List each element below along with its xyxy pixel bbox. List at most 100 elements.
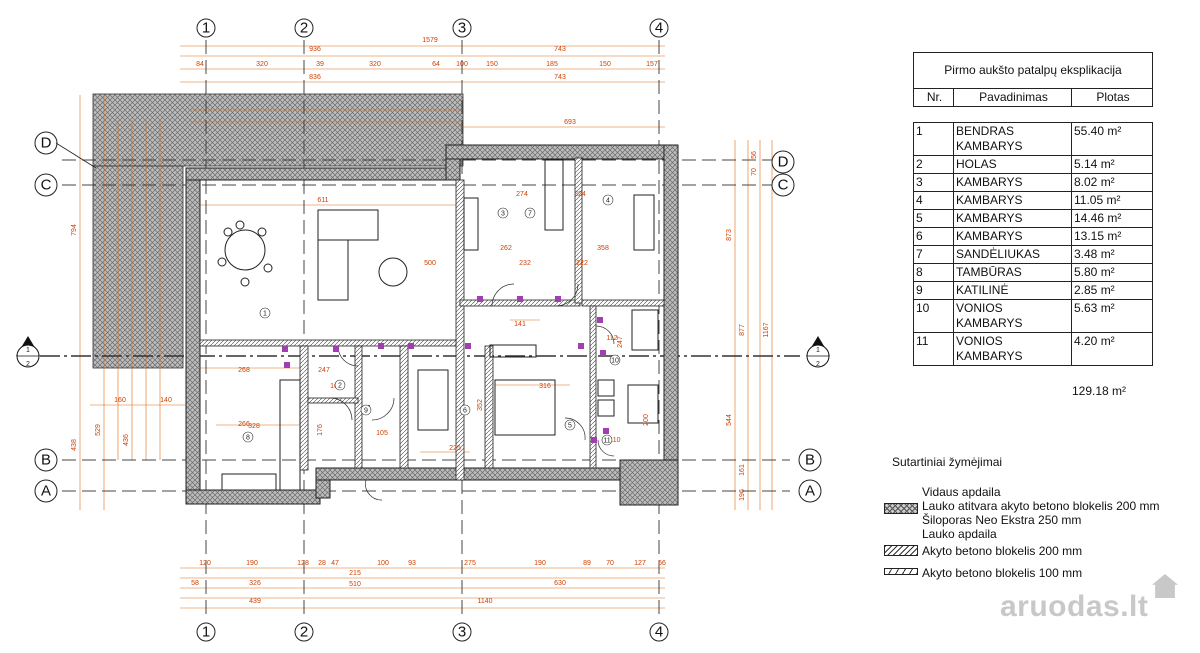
section-mark-left-top: 1 (26, 347, 30, 354)
dim-bot-128: 128 (297, 560, 309, 567)
cell-nr: 5 (914, 210, 954, 228)
room-num-10: 10 (611, 358, 619, 365)
legend-item-3: Akyto betono blokelis 100 mm (922, 566, 1083, 580)
cell-name: KAMBARYS (954, 174, 1072, 192)
cell-area: 3.48 m² (1072, 246, 1152, 264)
dim-side-110: 110 (609, 437, 620, 444)
dim-top-84: 84 (196, 61, 204, 68)
dim-bot-326: 326 (249, 580, 261, 587)
dim-bot-127: 127 (634, 560, 646, 567)
room-markers: 1 2 3 4 5 6 7 8 9 10 11 (242, 194, 621, 446)
cell-name: TAMBŪRAS (954, 264, 1072, 282)
section-mark-left: 1 2 (16, 336, 40, 368)
dim-inner-274: 274 (516, 191, 528, 198)
room-num-2: 2 (338, 383, 342, 390)
terrace (92, 93, 464, 167)
dim-side-266: 266 (238, 421, 250, 428)
legend-item-1-line-1: Vidaus apdaila (922, 485, 1001, 499)
axis-bubbles (34, 18, 822, 642)
watermark: aruodas.lt (1000, 590, 1149, 623)
dim-bot-28: 28 (318, 560, 326, 567)
dim-side-529: 529 (95, 424, 102, 436)
dim-inner-141: 141 (514, 321, 526, 328)
dim-top-100: 100 (456, 61, 468, 68)
dim-bot-1140: 1140 (477, 598, 492, 605)
dim-side-352: 352 (477, 399, 484, 411)
swatch-crosshatch-icon (884, 503, 918, 514)
room-explication-table: Pirmo aukšto patalpų eksplikacija Nr. Pa… (913, 52, 1153, 366)
table-header: Pirmo aukšto patalpų eksplikacija Nr. Pa… (913, 52, 1153, 107)
axis-label-4-top: 4 (655, 20, 663, 37)
furniture (217, 159, 659, 491)
cell-area: 14.46 m² (1072, 210, 1152, 228)
header-nr: Nr. (914, 89, 954, 106)
cell-nr: 6 (914, 228, 954, 246)
cell-nr: 11 (914, 333, 954, 365)
cell-nr: 9 (914, 282, 954, 300)
dim-bot-630: 630 (554, 580, 566, 587)
room-num-8: 8 (246, 435, 250, 442)
exterior-walls (185, 144, 679, 506)
section-mark-right-top: 1 (816, 347, 820, 354)
axis-label-d-right: D (778, 154, 789, 171)
dim-bot-47a: 47 (331, 560, 339, 567)
dim-bot-100: 100 (377, 560, 389, 567)
legend-title: Sutartiniai žymėjimai (892, 455, 1003, 469)
dim-bot-120: 120 (199, 560, 211, 567)
dim-top-39: 39 (316, 61, 324, 68)
dim-bot-215: 215 (349, 570, 361, 577)
dim-top-150a: 150 (486, 61, 498, 68)
dim-side-200: 200 (643, 414, 650, 426)
cell-area: 8.02 m² (1072, 174, 1152, 192)
dim-side-70: 70 (751, 168, 758, 176)
axis-label-b-left: B (41, 452, 51, 469)
dim-side-225: 225 (449, 445, 461, 452)
cell-name: KAMBARYS (954, 210, 1072, 228)
cell-area: 2.85 m² (1072, 282, 1152, 300)
dim-side-436: 436 (123, 434, 130, 446)
room-num-4: 4 (606, 198, 610, 205)
dim-inner-693: 693 (564, 119, 576, 126)
dim-top-320a: 320 (256, 61, 268, 68)
dim-top-320b: 320 (369, 61, 381, 68)
dim-side-328: 328 (248, 423, 260, 430)
room-num-3: 3 (501, 211, 505, 218)
cell-name: VONIOS KAMBARYS (954, 333, 1072, 365)
axis-label-4-bottom: 4 (655, 624, 663, 641)
dim-side-160: 160 (114, 397, 126, 404)
dim-side-247: 247 (318, 367, 330, 374)
dim-top-185: 185 (546, 61, 558, 68)
dim-side-794: 794 (71, 224, 78, 236)
cell-nr: 1 (914, 123, 954, 156)
interior-walls (199, 157, 665, 481)
dim-side-873: 873 (726, 229, 733, 241)
room-num-7: 7 (528, 211, 532, 218)
axis-label-1-bottom: 1 (202, 624, 210, 641)
dim-inner-500: 500 (424, 260, 436, 267)
dim-side-196: 196 (739, 489, 746, 501)
swatch-thin-diagonal-icon (884, 568, 918, 575)
axis-label-2-bottom: 2 (300, 624, 308, 641)
dim-side-105: 105 (376, 430, 388, 437)
dim-inner-224: 224 (574, 191, 586, 198)
dim-side-877: 877 (739, 324, 746, 336)
axis-label-3-bottom: 3 (458, 624, 466, 641)
cell-area: 5.63 m² (1072, 300, 1152, 333)
total-area: 129.18 m² (1072, 384, 1127, 398)
cell-nr: 4 (914, 192, 954, 210)
cell-nr: 10 (914, 300, 954, 333)
cell-name: SANDĖLIUKAS (954, 246, 1072, 264)
cell-area: 13.15 m² (1072, 228, 1152, 246)
electrical-fixtures (282, 296, 609, 443)
legend-item-1-line-4: Lauko apdaila (922, 527, 997, 541)
terrace-side (92, 165, 184, 369)
room-num-6: 6 (463, 408, 467, 415)
room-num-9: 9 (364, 408, 368, 415)
dim-side-112: 112 (606, 335, 617, 342)
header-area: Plotas (1096, 90, 1130, 104)
